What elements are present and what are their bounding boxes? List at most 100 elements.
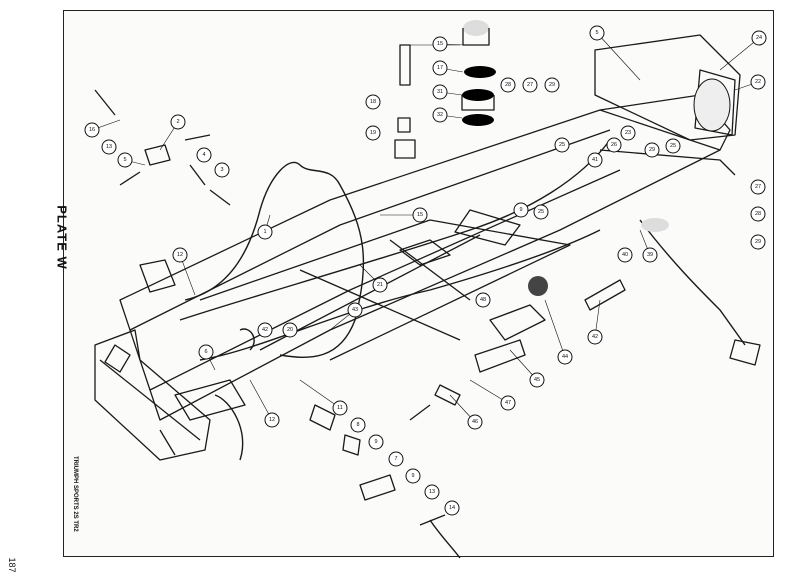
svg-text:2: 2 bbox=[176, 119, 179, 125]
callout-1: 1 bbox=[257, 224, 273, 240]
callout-23: 28 bbox=[500, 77, 516, 93]
svg-text:26: 26 bbox=[611, 142, 617, 148]
svg-text:15: 15 bbox=[437, 41, 443, 47]
svg-text:12: 12 bbox=[177, 252, 183, 258]
svg-text:19: 19 bbox=[370, 130, 376, 136]
callout-26: 20 bbox=[282, 322, 298, 338]
svg-text:42: 42 bbox=[262, 327, 268, 333]
callout-28: 23 bbox=[620, 125, 636, 141]
svg-text:7: 7 bbox=[394, 456, 397, 462]
callout-13b: 13 bbox=[424, 484, 440, 500]
callout-29: 24 bbox=[751, 30, 767, 46]
callout-15b: 15 bbox=[412, 207, 428, 223]
callout-41b: 42 bbox=[587, 329, 603, 345]
svg-text:25: 25 bbox=[559, 142, 565, 148]
callout-44: 45 bbox=[529, 372, 545, 388]
svg-text:32: 32 bbox=[437, 112, 443, 118]
callout-25: 21 bbox=[372, 277, 388, 293]
filler-neck-parts bbox=[394, 20, 496, 159]
callout-33: 28 bbox=[750, 206, 766, 222]
callout-36: 31 bbox=[432, 84, 448, 100]
callout-10: 9 bbox=[513, 202, 529, 218]
svg-text:45: 45 bbox=[534, 377, 540, 383]
callout-32: 27 bbox=[750, 179, 766, 195]
svg-text:24: 24 bbox=[756, 35, 762, 41]
callout-42: 43 bbox=[347, 302, 363, 318]
callout-8: 8 bbox=[350, 417, 366, 433]
callout-39: 40 bbox=[617, 247, 633, 263]
svg-text:5: 5 bbox=[595, 30, 598, 36]
svg-text:23: 23 bbox=[625, 130, 631, 136]
callout-30b: 25 bbox=[533, 204, 549, 220]
svg-text:22: 22 bbox=[755, 79, 761, 85]
svg-text:11: 11 bbox=[337, 405, 343, 411]
callout-18: 18 bbox=[365, 94, 381, 110]
svg-text:41: 41 bbox=[592, 157, 598, 163]
svg-text:28: 28 bbox=[755, 211, 761, 217]
callout-10b: 9 bbox=[405, 468, 421, 484]
svg-text:3: 3 bbox=[220, 167, 223, 173]
callout-13: 13 bbox=[101, 139, 117, 155]
callout-40: 41 bbox=[587, 152, 603, 168]
svg-text:17: 17 bbox=[437, 65, 443, 71]
callout-48: 48 bbox=[475, 292, 491, 308]
svg-text:29: 29 bbox=[649, 147, 655, 153]
callout-27: 22 bbox=[750, 74, 766, 90]
svg-text:16: 16 bbox=[89, 127, 95, 133]
callout-20: 25 bbox=[554, 137, 570, 153]
callout-24: 29 bbox=[544, 77, 560, 93]
callout-7: 7 bbox=[388, 451, 404, 467]
svg-text:18: 18 bbox=[370, 99, 376, 105]
callout-19: 19 bbox=[365, 125, 381, 141]
svg-text:31: 31 bbox=[437, 89, 443, 95]
callout-11: 11 bbox=[332, 400, 348, 416]
callout-9: 9 bbox=[368, 434, 384, 450]
callout-6: 6 bbox=[198, 344, 214, 360]
callout-16: 16 bbox=[84, 122, 100, 138]
callout-3: 3 bbox=[214, 162, 230, 178]
svg-text:39: 39 bbox=[647, 252, 653, 258]
leader-lines bbox=[91, 32, 760, 423]
callout-14: 14 bbox=[444, 500, 460, 516]
svg-text:27: 27 bbox=[527, 82, 533, 88]
callout-21: 26 bbox=[606, 137, 622, 153]
svg-text:1: 1 bbox=[263, 229, 266, 235]
svg-text:27: 27 bbox=[755, 184, 761, 190]
svg-text:20: 20 bbox=[287, 327, 293, 333]
callout-12b: 12 bbox=[264, 412, 280, 428]
svg-text:46: 46 bbox=[472, 419, 478, 425]
callout-17: 17 bbox=[432, 60, 448, 76]
svg-text:13: 13 bbox=[429, 489, 435, 495]
callout-22: 27 bbox=[522, 77, 538, 93]
svg-text:13: 13 bbox=[106, 144, 112, 150]
callout-24b: 29 bbox=[644, 142, 660, 158]
svg-text:42: 42 bbox=[592, 334, 598, 340]
callout-4: 4 bbox=[196, 147, 212, 163]
callout-46: 47 bbox=[500, 395, 516, 411]
svg-text:25: 25 bbox=[670, 143, 676, 149]
svg-text:48: 48 bbox=[480, 297, 486, 303]
callout-37: 32 bbox=[432, 107, 448, 123]
svg-text:15: 15 bbox=[417, 212, 423, 218]
callout-12: 12 bbox=[172, 247, 188, 263]
svg-text:44: 44 bbox=[562, 354, 568, 360]
callout-15: 15 bbox=[432, 36, 448, 52]
callout-45: 46 bbox=[467, 414, 483, 430]
callout-2: 2 bbox=[170, 114, 186, 130]
svg-text:29: 29 bbox=[755, 239, 761, 245]
svg-text:8: 8 bbox=[356, 422, 359, 428]
callout-5: 5 bbox=[117, 152, 133, 168]
svg-text:4: 4 bbox=[202, 152, 205, 158]
svg-text:40: 40 bbox=[622, 252, 628, 258]
svg-text:5: 5 bbox=[123, 157, 126, 163]
svg-text:47: 47 bbox=[505, 400, 511, 406]
master-cylinder bbox=[474, 218, 761, 373]
callout-38: 39 bbox=[642, 247, 658, 263]
callout-41: 42 bbox=[257, 322, 273, 338]
callout-34: 29 bbox=[750, 234, 766, 250]
svg-text:12: 12 bbox=[269, 417, 275, 423]
svg-text:43: 43 bbox=[352, 307, 358, 313]
callout-30: 25 bbox=[665, 138, 681, 154]
svg-text:25: 25 bbox=[538, 209, 544, 215]
